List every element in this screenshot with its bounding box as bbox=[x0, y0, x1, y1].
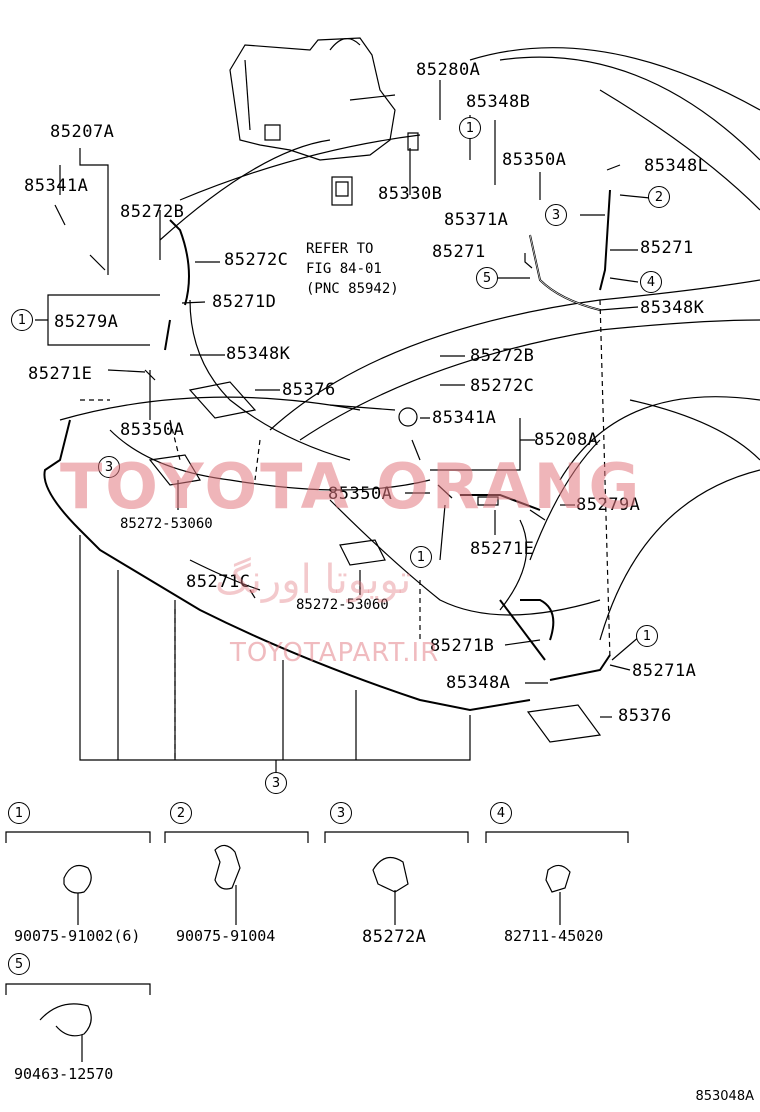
legend-key-2: 2 bbox=[170, 802, 192, 824]
washer-tank-drawing bbox=[229, 37, 396, 161]
legend-key-3: 3 bbox=[330, 802, 352, 824]
callout-2: 2 bbox=[648, 186, 670, 208]
part-label-85208A: 85208A bbox=[534, 430, 599, 450]
pad-drawings bbox=[148, 381, 602, 743]
part-label-85279A-right: 85279A bbox=[576, 495, 641, 515]
part-label-85272C-top: 85272C bbox=[224, 250, 289, 270]
connector-drawings bbox=[54, 204, 546, 521]
legend-frames bbox=[5, 831, 629, 995]
part-label-85376-bottom: 85376 bbox=[618, 706, 672, 726]
refer-note-line1: REFER TO bbox=[306, 241, 374, 257]
part-label-85271D: 85271D bbox=[212, 292, 277, 312]
part-label-85272B-top: 85272B bbox=[120, 202, 185, 222]
callout-4: 4 bbox=[640, 271, 662, 293]
part-label-85271A: 85271A bbox=[632, 661, 697, 681]
legend-sketches bbox=[39, 844, 571, 1062]
hose-routes bbox=[43, 189, 611, 712]
legend-key-4: 4 bbox=[490, 802, 512, 824]
part-label-85350A-mid: 85350A bbox=[328, 484, 393, 504]
part-label-85330B: 85330B bbox=[378, 184, 443, 204]
part-label-85341A-mid: 85341A bbox=[432, 408, 497, 428]
legend-part-4: 82711-45020 bbox=[504, 927, 604, 945]
refer-note-line2: FIG 84-01 bbox=[306, 261, 382, 277]
part-label-85348K-right: 85348K bbox=[640, 298, 705, 318]
pump-drawing bbox=[331, 132, 419, 206]
leader-lines bbox=[35, 80, 651, 718]
drawing-code: 853048A bbox=[695, 1089, 754, 1104]
legend-key-1: 1 bbox=[8, 802, 30, 824]
part-label-85348B: 85348B bbox=[466, 92, 531, 112]
legend-part-1: 90075-91002(6) bbox=[14, 927, 141, 945]
callout-1-right: 1 bbox=[636, 625, 658, 647]
part-label-85348K-mid: 85348K bbox=[226, 344, 291, 364]
part-label-85271E-right: 85271E bbox=[470, 539, 535, 559]
refer-note-line3: (PNC 85942) bbox=[306, 281, 399, 297]
part-label-85350A-top: 85350A bbox=[502, 150, 567, 170]
body-outline bbox=[59, 47, 760, 641]
part-label-85272-53060-a: 85272-53060 bbox=[120, 516, 213, 532]
part-label-85348L: 85348L bbox=[644, 156, 709, 176]
bottom-bracket bbox=[79, 535, 471, 772]
legend-part-2: 90075-91004 bbox=[176, 927, 276, 945]
part-label-85272C-mid: 85272C bbox=[470, 376, 535, 396]
callout-3-upper: 3 bbox=[545, 204, 567, 226]
part-label-85271-right: 85271 bbox=[640, 238, 694, 258]
callout-1-mid: 1 bbox=[410, 546, 432, 568]
part-label-85271E-left: 85271E bbox=[28, 364, 93, 384]
part-label-85271B: 85271B bbox=[430, 636, 495, 656]
part-label-85207A: 85207A bbox=[50, 122, 115, 142]
part-label-85272-53060-b: 85272-53060 bbox=[296, 597, 389, 613]
part-label-85271-left: 85271 bbox=[432, 242, 486, 262]
watermark-url: TOYOTAPART.IR bbox=[230, 638, 440, 668]
callout-3-bottom: 3 bbox=[265, 772, 287, 794]
part-label-85348A: 85348A bbox=[446, 673, 511, 693]
part-label-85341A-left: 85341A bbox=[24, 176, 89, 196]
callout-5: 5 bbox=[476, 267, 498, 289]
part-label-85272B-mid: 85272B bbox=[470, 346, 535, 366]
watermark-persian: تویوتا اورنگ bbox=[215, 557, 412, 603]
watermark-main: TOYOTA ORANG bbox=[60, 450, 643, 523]
part-label-85279A-left: 85279A bbox=[54, 312, 119, 332]
legend-part-3: 85272A bbox=[362, 927, 427, 947]
legend-key-5: 5 bbox=[8, 953, 30, 975]
callout-3-left: 3 bbox=[98, 456, 120, 478]
part-label-85371A: 85371A bbox=[444, 210, 509, 230]
callout-1-left: 1 bbox=[11, 309, 33, 331]
part-label-85376-top: 85376 bbox=[282, 380, 336, 400]
legend-part-5: 90463-12570 bbox=[14, 1065, 114, 1083]
part-label-85350A-left: 85350A bbox=[120, 420, 185, 440]
callout-1-washer: 1 bbox=[459, 117, 481, 139]
part-label-85271C: 85271C bbox=[186, 572, 251, 592]
dashed-guides bbox=[80, 299, 611, 760]
part-label-85280A: 85280A bbox=[416, 60, 481, 80]
